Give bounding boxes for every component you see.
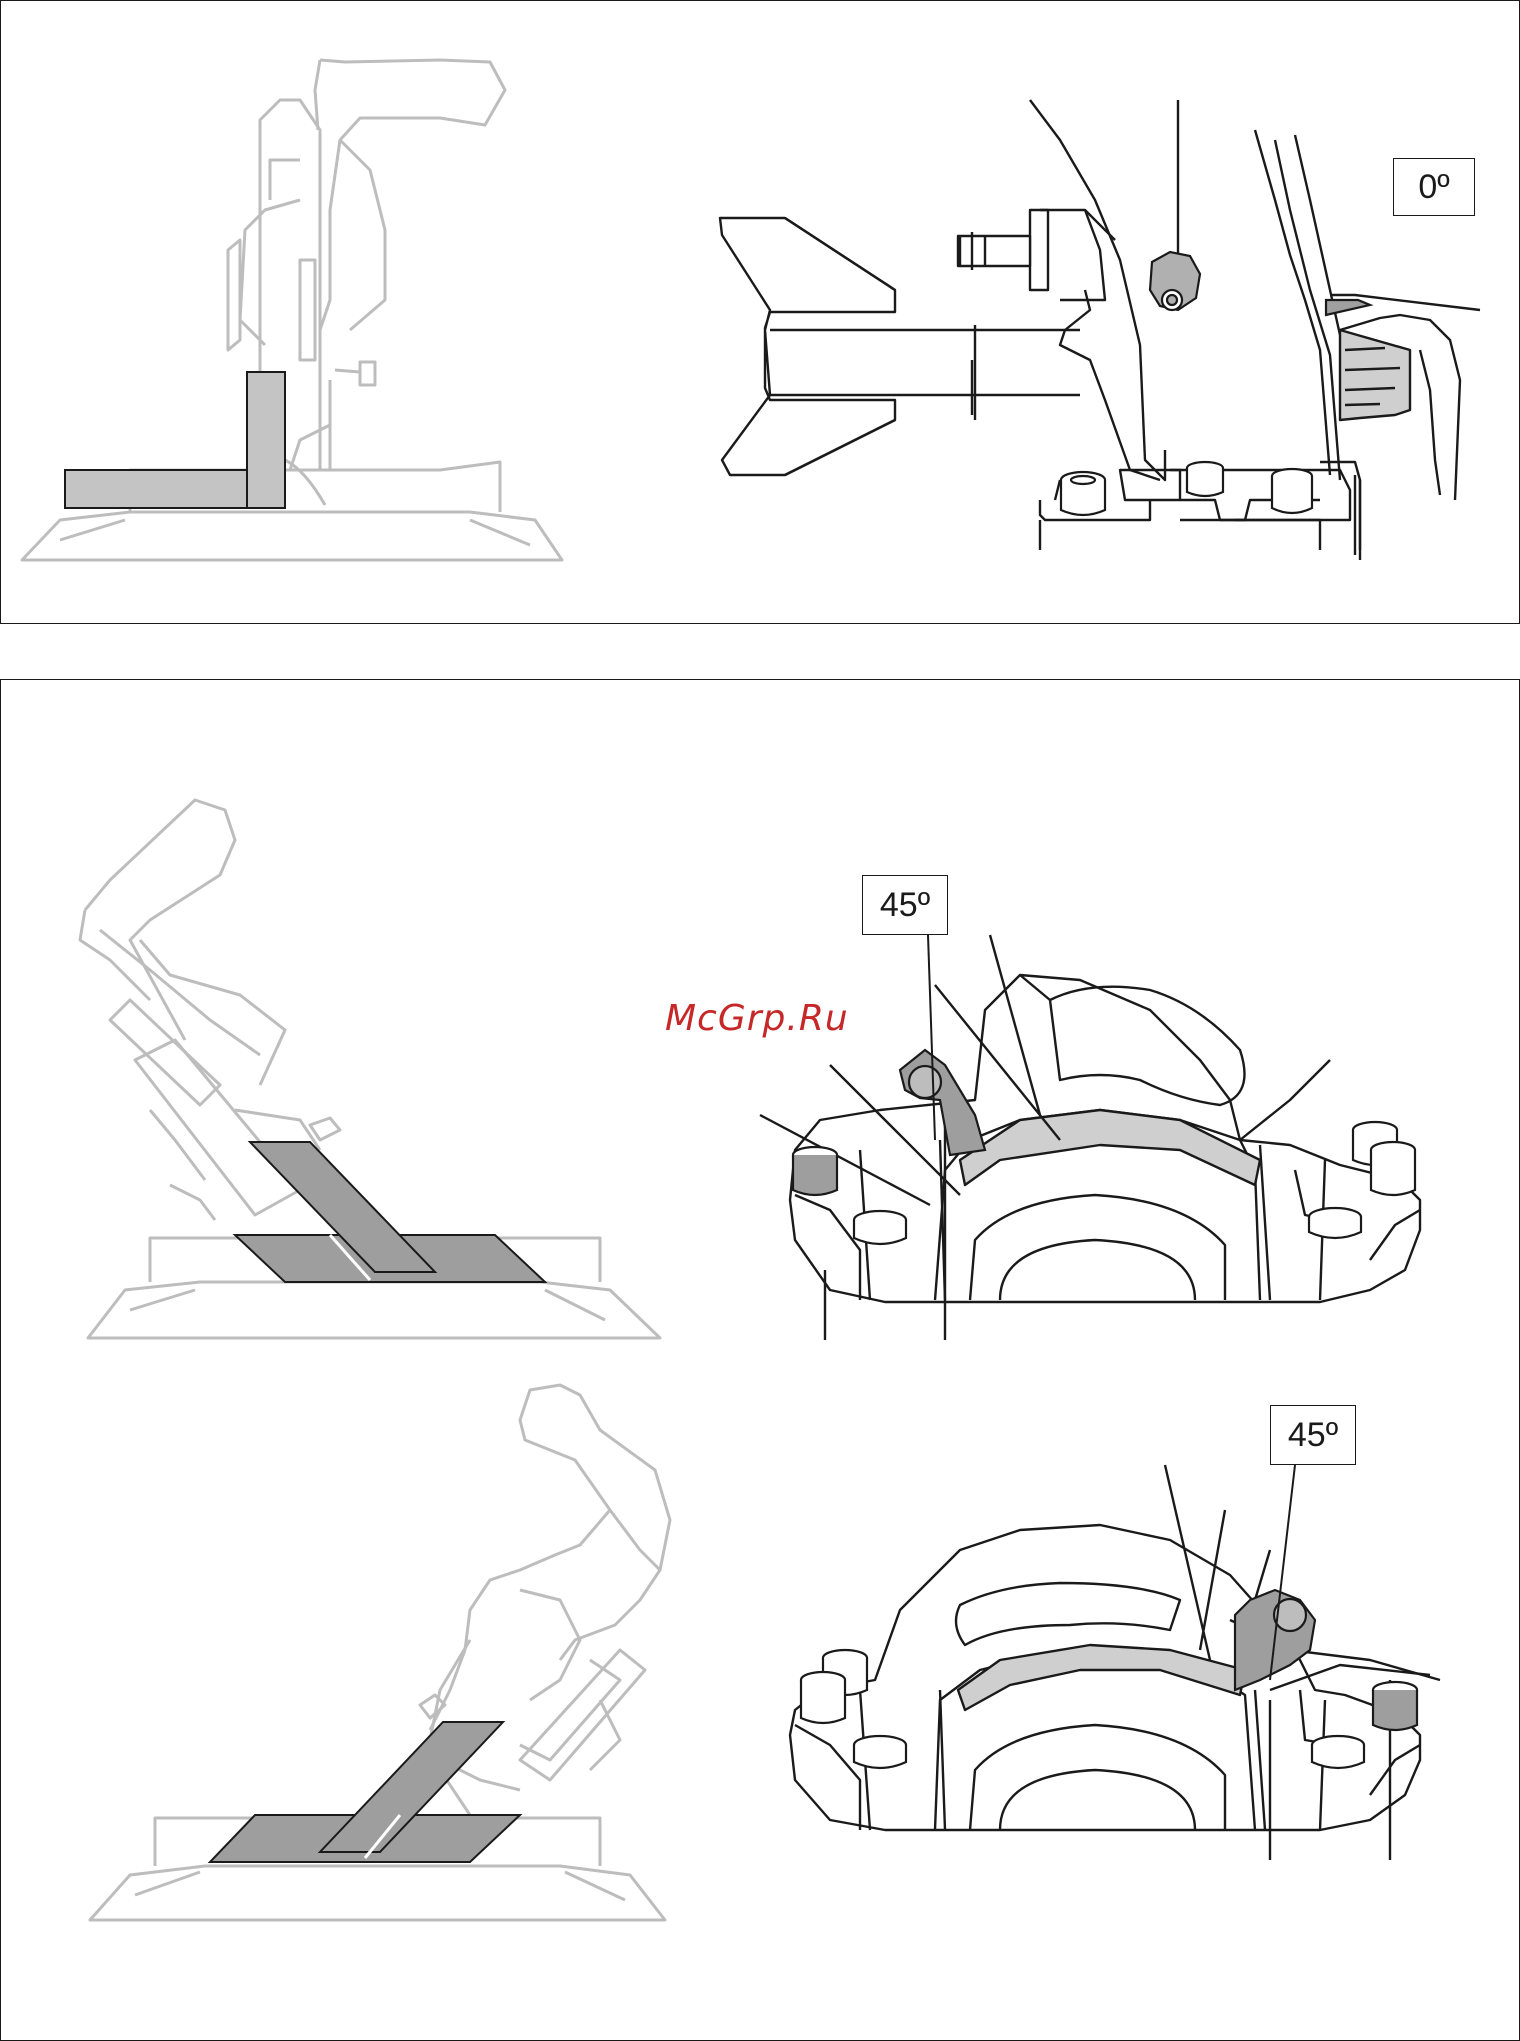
watermark: McGrp.Ru: [665, 998, 849, 1039]
detail-45deg-right: [790, 1465, 1440, 1860]
square-tool-right-45deg: [210, 1722, 520, 1862]
angle-label-45deg-left: 45º: [862, 875, 948, 935]
angle-label-45deg-right: 45º: [1270, 1405, 1356, 1465]
square-tool-left-45deg: [235, 1142, 545, 1282]
square-tool-0deg: [65, 372, 285, 508]
angle-label-0deg: 0º: [1393, 158, 1475, 216]
detail-45deg-left: [760, 935, 1420, 1340]
